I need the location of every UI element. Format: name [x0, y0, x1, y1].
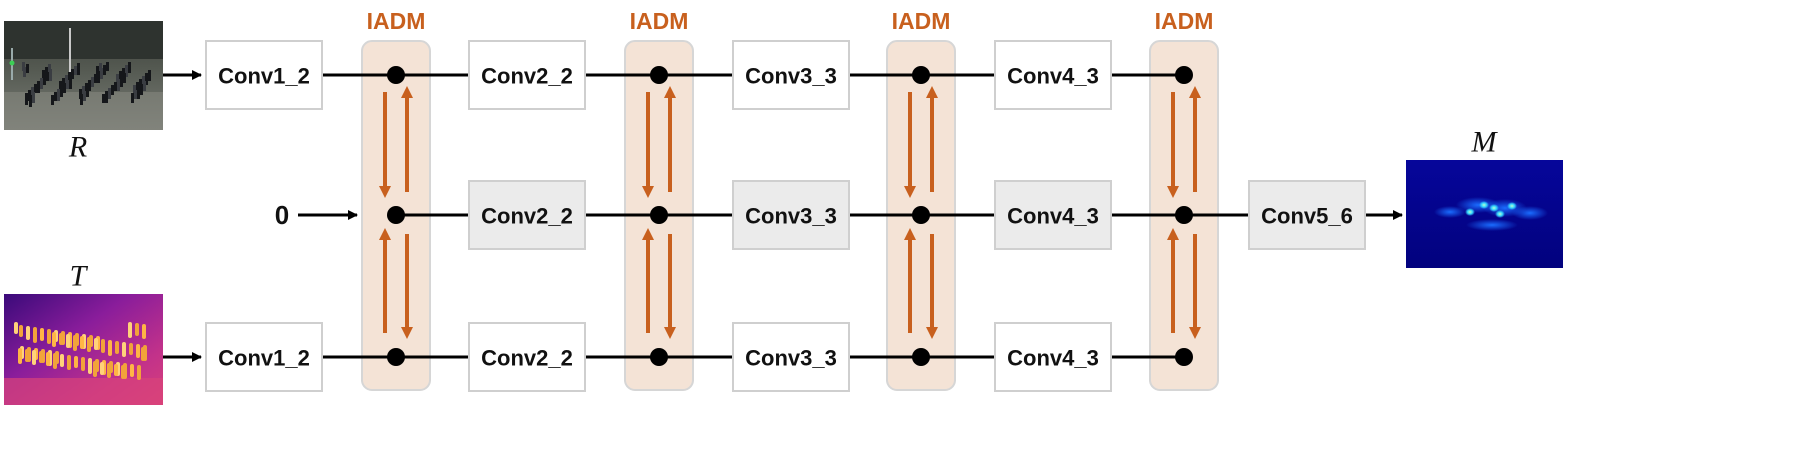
thermal-conv-box-4-frame [994, 322, 1112, 392]
rgb-conv-box-4-label: Conv4_3 [1007, 64, 1099, 89]
iadm4-node-rgb [1175, 66, 1193, 84]
shared-conv-box-3: Conv4_3 [994, 180, 1112, 250]
thermal-conv-box-2-label: Conv2_2 [481, 346, 573, 371]
shared-conv-box-2-label: Conv3_3 [745, 204, 837, 229]
iadm3-node-shared [912, 206, 930, 224]
iadm1-node-rgb [387, 66, 405, 84]
thermal-conv-box-2-frame [468, 322, 586, 392]
thermal-conv-box-4: Conv4_3 [994, 322, 1112, 392]
iadm-title-3: IADM [892, 8, 951, 34]
thermal-conv-box-3-frame [732, 322, 850, 392]
iadm3-node-rgb [912, 66, 930, 84]
rgb-conv-box-2-label: Conv2_2 [481, 64, 573, 89]
head-conv-box-label: Conv5_6 [1261, 204, 1353, 229]
thermal-input-image [4, 294, 163, 405]
shared-conv-box-1-label: Conv2_2 [481, 204, 573, 229]
thermal-conv-box-3-label: Conv3_3 [745, 346, 837, 371]
rgb-conv-box-1: Conv1_2 [205, 40, 323, 110]
iadm-title-1: IADM [367, 8, 426, 34]
iadm4-node-shared [1175, 206, 1193, 224]
rgb-conv-box-1-frame [205, 40, 323, 110]
thermal-conv-box-4-label: Conv4_3 [1007, 346, 1099, 371]
density-map-label: M [1471, 126, 1499, 159]
thermal-conv-box-1-frame [205, 322, 323, 392]
zero-input-label: 0 [275, 200, 289, 230]
shared-conv-box-2: Conv3_3 [732, 180, 850, 250]
iadm2-node-rgb [650, 66, 668, 84]
rgb-conv-box-4-frame [994, 40, 1112, 110]
thermal-image-label: T [70, 260, 89, 293]
iadm1-node-shared [387, 206, 405, 224]
rgb-conv-box-2-frame [468, 40, 586, 110]
rgb-conv-box-3: Conv3_3 [732, 40, 850, 110]
iadm4-node-thermal [1175, 348, 1193, 366]
iadm2-node-shared [650, 206, 668, 224]
rgb-conv-box-2: Conv2_2 [468, 40, 586, 110]
thermal-conv-box-1: Conv1_2 [205, 322, 323, 392]
density-map-output [1406, 160, 1563, 268]
shared-conv-box-1-frame [468, 180, 586, 250]
rgb-image-label: R [68, 131, 87, 164]
head-conv-box-frame [1248, 180, 1366, 250]
rgb-conv-box-4: Conv4_3 [994, 40, 1112, 110]
rgb-input-image [4, 21, 163, 130]
thermal-conv-box-3: Conv3_3 [732, 322, 850, 392]
head-conv-box: Conv5_6 [1248, 180, 1366, 250]
thermal-conv-box-2: Conv2_2 [468, 322, 586, 392]
shared-conv-box-2-frame [732, 180, 850, 250]
iadm2-node-thermal [650, 348, 668, 366]
shared-conv-box-1: Conv2_2 [468, 180, 586, 250]
thermal-conv-box-1-label: Conv1_2 [218, 346, 310, 371]
rgb-conv-box-3-frame [732, 40, 850, 110]
rgb-conv-box-3-label: Conv3_3 [745, 64, 837, 89]
iadm-title-2: IADM [630, 8, 689, 34]
shared-conv-box-3-frame [994, 180, 1112, 250]
shared-conv-box-3-label: Conv4_3 [1007, 204, 1099, 229]
iadm1-node-thermal [387, 348, 405, 366]
rgb-conv-box-1-label: Conv1_2 [218, 64, 310, 89]
iadm3-node-thermal [912, 348, 930, 366]
iadm-title-4: IADM [1155, 8, 1214, 34]
